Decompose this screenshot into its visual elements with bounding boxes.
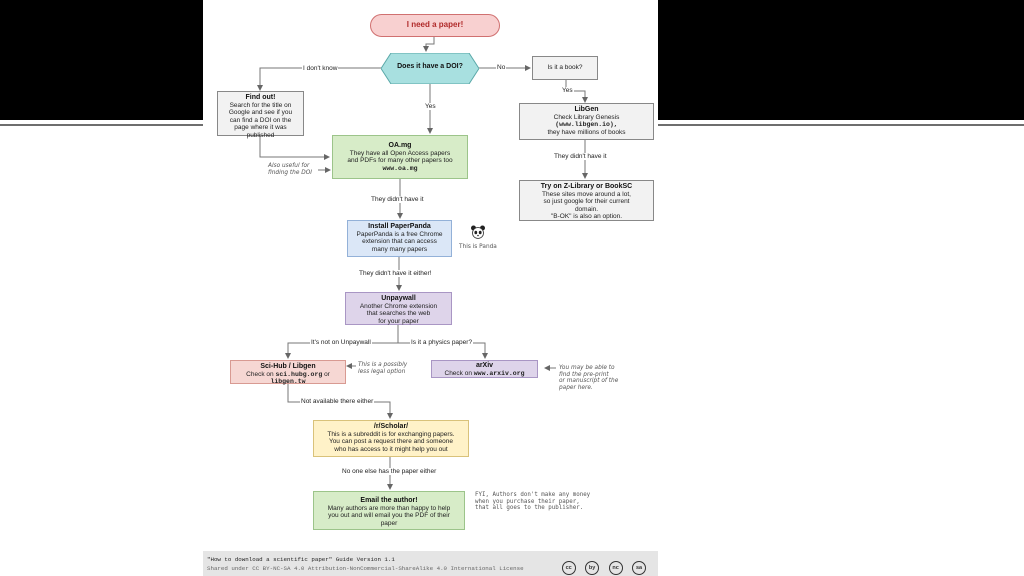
oamg-line: and PDFs for many other papers too [336, 157, 464, 165]
findout-line: can find a DOI on the [221, 117, 300, 125]
note-legal: This is a possibly less legal option [358, 362, 407, 375]
paperpanda-line: extension that can access [351, 238, 448, 246]
oamg-url: www.oa.mg [336, 165, 464, 173]
edge-label-no: No [496, 64, 506, 71]
paperpanda-line: PaperPanda is a free Chrome [351, 231, 448, 239]
license-text: Shared under CC BY-NC-SA 4.0 Attribution… [207, 565, 524, 572]
paperpanda-title: Install PaperPanda [351, 223, 448, 231]
findout-title: Find out! [221, 94, 300, 102]
paperpanda-line: many many papers [351, 246, 448, 254]
findout-node: Find out! Search for the title on Google… [217, 91, 304, 136]
edge-label-didnt-oa: They didn't have it [370, 196, 425, 203]
edge-label-dont-know: I don't know [302, 65, 338, 72]
doi-decision-node: Does it have a DOI? [381, 53, 479, 84]
unpaywall-line: Another Chrome extension [349, 303, 448, 311]
findout-line: Search for the title on [221, 102, 300, 110]
oamg-line: They have all Open Access papers [336, 150, 464, 158]
cc-icon: cc [562, 561, 576, 575]
note-preprint: You may be able to find the pre-print or… [559, 365, 618, 391]
findout-line: Google and see if you [221, 109, 300, 117]
libgen-line: they have millions of books [523, 129, 650, 137]
zlib-line: "B-OK" is also an option. [523, 213, 650, 221]
edge-label-yes-doi: Yes [424, 103, 437, 110]
arxiv-prefix: Check on [445, 370, 472, 377]
edge-start-doi [426, 37, 434, 51]
scihub-node: Sci-Hub / Libgen Check on sci.hubg.org o… [230, 360, 346, 384]
scholar-node: /r/Scholar/ This is a subreddit is for e… [313, 420, 469, 457]
libgen-line: Check Library Genesis [523, 114, 650, 122]
unpaywall-line: that searches the web [349, 310, 448, 318]
email-line: you out and will email you the PDF of th… [317, 512, 461, 520]
guide-version-text: "How to download a scientific paper" Gui… [207, 556, 395, 563]
book-title: Is it a book? [536, 64, 594, 72]
license-footer: "How to download a scientific paper" Gui… [203, 551, 658, 576]
libgen-url: (www.libgen.io), [523, 121, 650, 129]
arxiv-node: arXiv Check on www.arxiv.org [431, 360, 538, 378]
nc-icon: nc [609, 561, 623, 575]
edge-label-not-unpaywall: It's not on Unpaywall [310, 339, 372, 346]
doi-title: Does it have a DOI? [384, 63, 476, 71]
findout-line: published [221, 132, 300, 140]
arxiv-url: www.arxiv.org [474, 370, 525, 377]
scholar-title: /r/Scholar/ [317, 423, 465, 431]
arxiv-title: arXiv [435, 362, 534, 370]
oamg-node: OA.mg They have all Open Access papers a… [332, 135, 468, 179]
panda-icon [470, 225, 486, 239]
panda-note: This is Panda [459, 244, 497, 251]
unpaywall-node: Unpaywall Another Chrome extension that … [345, 292, 452, 325]
email-title: Email the author! [317, 497, 461, 505]
scihub-url2: libgen.tw [234, 378, 342, 386]
scholar-line: This is a subreddit is for exchanging pa… [317, 431, 465, 439]
paperpanda-node: Install PaperPanda PaperPanda is a free … [347, 220, 452, 257]
unpaywall-title: Unpaywall [349, 295, 448, 303]
zlib-line: domain. [523, 206, 650, 214]
cc-license-icons: cc by nc sa [557, 556, 646, 575]
note-fyi: FYI, Authors don't make any money when y… [475, 492, 590, 512]
edge-label-didnt-libgen: They didn't have it [553, 153, 608, 160]
zlib-line: so just google for their current [523, 198, 650, 206]
start-title: I need a paper! [374, 21, 496, 29]
zlib-node: Try on Z-Library or BookSC These sites m… [519, 180, 654, 221]
libgen-node: LibGen Check Library Genesis (www.libgen… [519, 103, 654, 140]
start-node: I need a paper! [370, 14, 500, 37]
note-doi-useful: Also useful for finding the DOI [268, 163, 312, 176]
scholar-line: who has access to it might help you out [317, 446, 465, 454]
edge-label-physics: Is it a physics paper? [410, 339, 473, 346]
email-line: Many authors are more than happy to help [317, 505, 461, 513]
findout-line: page where it was [221, 124, 300, 132]
edge-label-yes-book: Yes [561, 87, 574, 94]
zlib-line: These sites move around a lot, [523, 191, 650, 199]
oamg-title: OA.mg [336, 142, 464, 150]
edge-label-didnt-either: They didn't have it either! [358, 270, 432, 277]
scholar-line: You can post a request there and someone [317, 438, 465, 446]
zlib-title: Try on Z-Library or BookSC [523, 183, 650, 191]
scihub-prefix: Check on [246, 371, 273, 378]
unpaywall-line: for your paper [349, 318, 448, 326]
edge-label-not-available: Not available there either [300, 398, 374, 405]
email-line: paper [317, 520, 461, 528]
scihub-url1: sci.hubg.org [275, 371, 322, 378]
scihub-or: or [324, 371, 330, 378]
sa-icon: sa [632, 561, 646, 575]
libgen-title: LibGen [523, 106, 650, 114]
book-node: Is it a book? [532, 56, 598, 80]
by-icon: by [585, 561, 599, 575]
scihub-title: Sci-Hub / Libgen [234, 363, 342, 371]
edge-label-no-one: No one else has the paper either [341, 468, 437, 475]
email-node: Email the author! Many authors are more … [313, 491, 465, 530]
